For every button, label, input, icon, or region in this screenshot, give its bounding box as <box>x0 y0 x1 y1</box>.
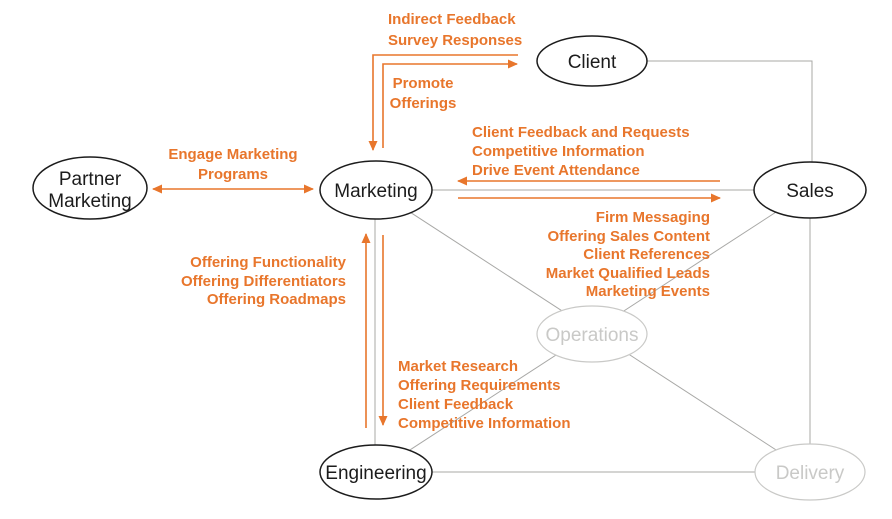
flow-label-line: Client References <box>583 246 710 263</box>
flow-label-line: Offering Differentiators <box>181 273 346 290</box>
flow-label-line: Offering Requirements <box>398 377 561 394</box>
flow-labels: Indirect Feedback Survey Responses Promo… <box>168 11 710 432</box>
node-operations: Operations <box>536 305 648 363</box>
client-ellipse <box>536 35 648 87</box>
delivery-ellipse <box>754 443 866 501</box>
delivery-label: Delivery <box>776 463 845 484</box>
connector-client-sales <box>647 60 813 190</box>
label-engage-marketing-programs: Engage Marketing Programs <box>168 146 297 183</box>
flow-label-line: Competitive Information <box>398 415 571 432</box>
engineering-ellipse <box>319 444 433 500</box>
label-promote-offerings: Promote Offerings <box>390 75 457 112</box>
flow-label-line: Marketing Events <box>586 283 710 300</box>
node-partner-marketing: Partner Marketing <box>32 156 148 220</box>
sales-label: Sales <box>786 181 834 202</box>
label-marketing-to-engineering: Market Research Offering Requirements Cl… <box>398 358 571 432</box>
flow-label-line: Promote <box>393 75 454 92</box>
label-sales-to-marketing: Client Feedback and Requests Competitive… <box>472 124 690 179</box>
flow-label-line: Drive Event Attendance <box>472 162 640 179</box>
flow-label-line: Engage Marketing <box>168 146 297 163</box>
flow-arrows <box>152 54 721 428</box>
marketing-ellipse <box>319 160 433 220</box>
flow-label-line: Programs <box>198 166 268 183</box>
label-indirect-feedback: Indirect Feedback Survey Responses <box>388 11 522 49</box>
flow-label-line: Offering Roadmaps <box>207 291 346 308</box>
partner-marketing-label-line2: Marketing <box>48 191 131 212</box>
flow-label-line: Competitive Information <box>472 143 645 160</box>
flow-label-line: Offering Sales Content <box>547 228 710 245</box>
flow-label-line: Indirect Feedback <box>388 11 516 28</box>
partner-marketing-label-line1: Partner <box>59 169 122 190</box>
client-label: Client <box>568 52 617 73</box>
flow-label-line: Market Research <box>398 358 518 375</box>
flow-label-line: Client Feedback and Requests <box>472 124 690 141</box>
label-engineering-to-marketing: Offering Functionality Offering Differen… <box>181 254 347 308</box>
operations-ellipse <box>536 305 648 363</box>
engineering-label: Engineering <box>325 463 426 484</box>
flow-label-line: Market Qualified Leads <box>546 265 710 282</box>
flow-label-line: Client Feedback <box>398 396 514 413</box>
flow-label-line: Offering Functionality <box>190 254 346 271</box>
arrow-marketing-to-client <box>382 59 518 148</box>
node-engineering: Engineering <box>319 444 433 500</box>
operations-label: Operations <box>546 325 639 346</box>
label-marketing-to-sales: Firm Messaging Offering Sales Content Cl… <box>546 209 710 300</box>
marketing-label: Marketing <box>334 181 417 202</box>
flow-label-line: Survey Responses <box>388 32 522 49</box>
nodes: Client Partner Marketing Marketing Sales… <box>32 35 867 501</box>
partner-marketing-ellipse <box>32 156 148 220</box>
sales-ellipse <box>753 161 867 219</box>
node-sales: Sales <box>753 161 867 219</box>
node-marketing: Marketing <box>319 160 433 220</box>
flow-label-line: Offerings <box>390 95 457 112</box>
node-delivery: Delivery <box>754 443 866 501</box>
arrow-client-to-marketing <box>368 54 518 151</box>
node-client: Client <box>536 35 648 87</box>
flow-label-line: Firm Messaging <box>596 209 710 226</box>
